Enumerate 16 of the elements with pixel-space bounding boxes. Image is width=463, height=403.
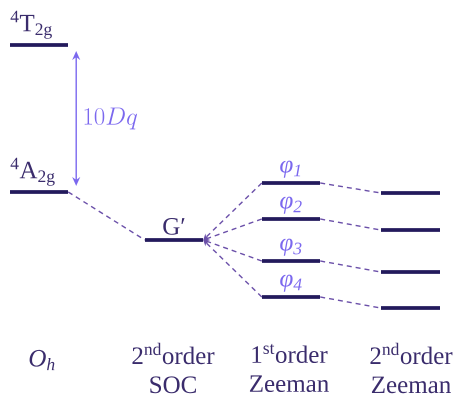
level-label: $^{4}$A$_{2g}$ xyxy=(10,158,55,186)
level-label: φ$_{4}$ xyxy=(280,274,302,292)
level-label: φ$_{3}$ xyxy=(280,238,302,256)
axis-label: 2$^{nd}$order SOC xyxy=(132,342,214,394)
axis-label: 1$^{st}$order Zeeman xyxy=(250,344,329,392)
axis-label: O$_{h}$ xyxy=(30,350,54,370)
level-label: G′ xyxy=(163,218,185,235)
level-label: $^{4}$T$_{2g}$ xyxy=(10,10,52,39)
energy-level xyxy=(381,306,440,310)
level-label: φ$_{2}$ xyxy=(280,196,302,214)
axis-label: 2$^{nd}$order Zeeman xyxy=(370,342,452,394)
energy-level xyxy=(381,191,440,195)
energy-level xyxy=(381,228,440,232)
energy-level xyxy=(381,270,440,274)
edge-label: $10Dq$ xyxy=(84,108,138,130)
level-label: φ$_{1}$ xyxy=(280,160,300,178)
